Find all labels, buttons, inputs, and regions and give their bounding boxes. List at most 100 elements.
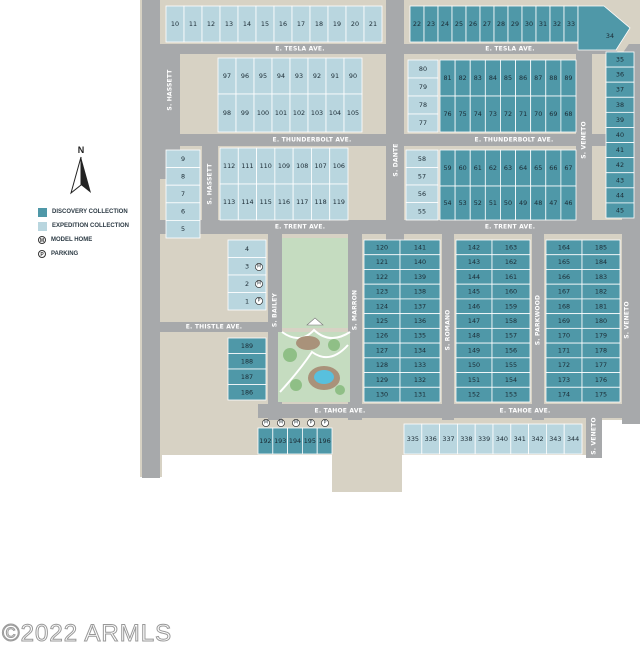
lot-number: 31 [539,20,547,28]
lot-number: 19 [333,20,341,28]
north-arrow-icon [70,156,91,195]
road-segment [202,146,218,222]
lot-number: 85 [504,74,512,82]
marker-symbol: P [324,420,327,426]
street-label: E. THUNDERBOLT AVE. [273,137,352,144]
lot-number: 127 [376,346,388,354]
lot-number: 118 [314,198,326,206]
park-pavilion [296,336,320,350]
marker-symbol: M [257,264,261,270]
lot-number: 131 [414,391,426,399]
lot-number: 184 [595,258,607,266]
lot-number: 147 [468,317,480,325]
lots-tahoe-east [403,423,583,455]
lot-number: 37 [616,86,624,94]
lots-thistle-col [227,337,267,401]
lot-number: 342 [531,435,543,443]
lots-small-col [227,239,267,311]
lot-number: 116 [278,198,290,206]
marker-symbol: P [258,298,261,304]
lot-number: 132 [414,376,426,384]
lot-blocks [165,5,635,455]
lot-number: 179 [595,332,607,340]
street-label: E. TRENT AVE. [275,224,325,231]
lot-number: 16 [279,20,287,28]
lot-number: 17 [297,20,305,28]
lot-number: 344 [567,435,579,443]
lot-number: 22 [413,20,421,28]
lots-romano-b [491,239,531,403]
lot-number: 141 [414,243,426,251]
marker-circle [277,419,285,427]
model-home-icon: M [277,419,285,427]
lot-number: 24 [441,20,449,28]
lot-number: 186 [241,388,253,396]
lot-number: 6 [181,208,185,216]
watermark: ©2022 ARMLS [1,620,173,648]
street-label: E. TESLA AVE. [275,46,324,53]
legend-parking: P PARKING [38,247,148,261]
lot-number: 96 [241,72,249,80]
legend-model-home-label: MODEL HOME [51,237,93,243]
lot-number: 110 [260,162,272,170]
central-park [278,238,351,402]
lot-parcel [329,183,349,221]
lot-parcel [491,386,531,403]
lot-number: 53 [459,199,467,207]
lot-number: 194 [289,437,301,445]
marker-symbol: M [279,420,283,426]
lot-number: 341 [514,435,526,443]
lot-number: 119 [333,198,345,206]
lot-number: 28 [497,20,505,28]
lot-number: 145 [468,288,480,296]
lot-number: 335 [407,435,419,443]
marker-circle [321,419,329,427]
lot-number: 149 [468,346,480,354]
lot-number: 72 [504,110,512,118]
lot-number: 137 [414,302,426,310]
lot-number: 66 [549,164,557,172]
lot-number: 79 [419,83,427,91]
lot-number: 148 [468,332,480,340]
street-label: E. TAHOE AVE. [500,408,551,415]
lots-nw-top [217,57,363,95]
lot-number: 58 [418,155,426,163]
lot-number: 94 [277,72,285,80]
road-network [142,0,640,478]
street-label: E. THISTLE AVE. [186,324,243,331]
lots-ne-col [407,59,439,133]
lot-number: 102 [293,109,305,117]
lot-number: 56 [418,190,426,198]
lot-number: 151 [468,376,480,384]
lot-number: 33 [567,20,575,28]
lot-number: 5 [181,225,185,233]
lot-number: 57 [418,172,426,180]
lot-number: 130 [376,391,388,399]
marker-circle [292,419,300,427]
road-segment [348,234,362,420]
lot-number: 95 [259,72,267,80]
lot-number: 18 [315,20,323,28]
lot-number: 338 [460,435,472,443]
legend-discovery-label: DISCOVERY COLLECTION [52,209,128,215]
marker-symbol: P [310,420,313,426]
lot-number: 146 [468,302,480,310]
street-label: E. THUNDERBOLT AVE. [475,137,554,144]
lot-number: 166 [558,273,570,281]
lot-number: 67 [564,164,572,172]
parking-icon: P [307,419,315,427]
lot-parcel [405,202,439,221]
road-segment [390,146,404,222]
lot-number: 152 [468,391,480,399]
lot-number: 196 [318,437,330,445]
lots-ne-bottom [439,95,577,133]
lot-number: 171 [558,346,570,354]
lot-number: 165 [558,258,570,266]
lot-number: 174 [558,391,570,399]
street-label: S. PARKWOOD [535,295,542,345]
parking-icon: P [255,297,263,305]
lot-number: 340 [496,435,508,443]
lot-number: 76 [443,110,451,118]
lot-number: 77 [419,119,427,127]
lot-number: 123 [376,288,388,296]
